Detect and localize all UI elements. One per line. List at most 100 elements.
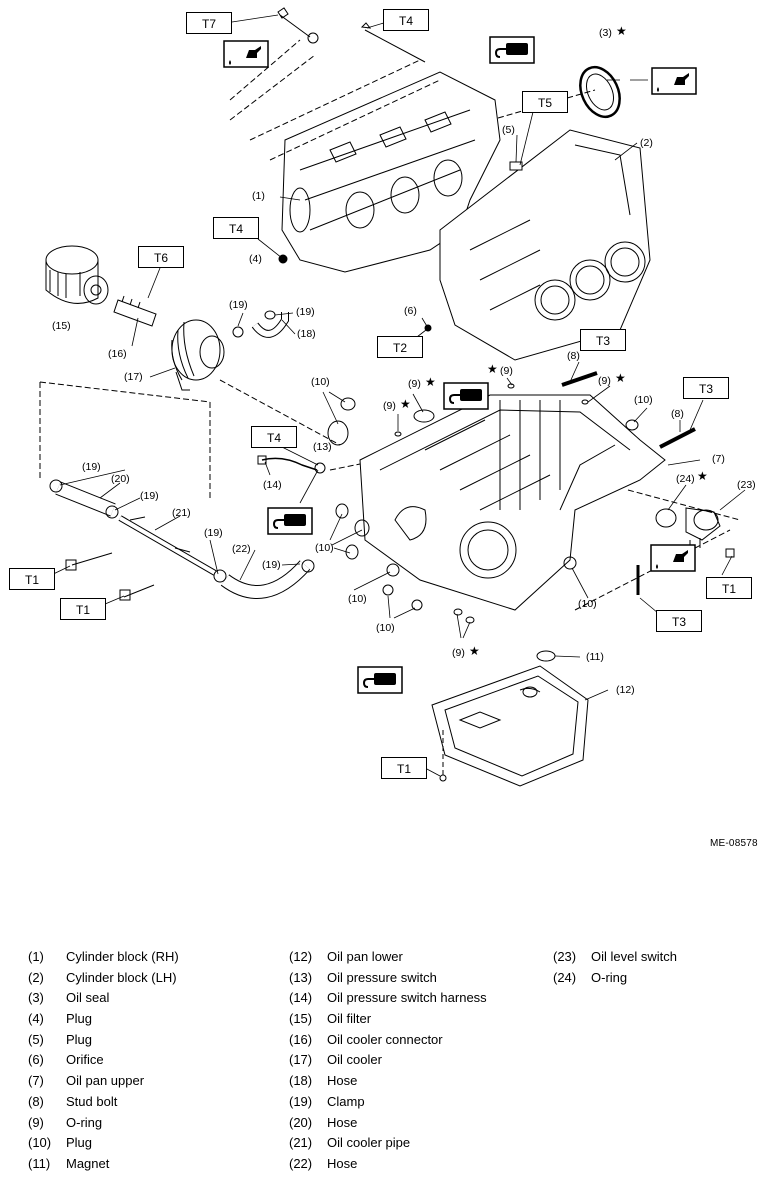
legend-item-name: Oil level switch	[591, 949, 677, 964]
callout-10: (10)	[348, 593, 367, 605]
legend-item-number: (24)	[553, 969, 577, 985]
callout-16: (16)	[108, 348, 127, 360]
legend-item-number: (19)	[289, 1093, 313, 1109]
callout-14: (14)	[263, 479, 282, 491]
star-mark: ★	[469, 644, 480, 658]
legend-item-name: Hose	[327, 1155, 358, 1171]
legend-item-name: Oil cooler pipe	[327, 1135, 411, 1151]
legend-item-name: O-ring	[66, 1114, 103, 1130]
torque-label-t3: T3	[656, 610, 702, 632]
callout-5: (5)	[502, 124, 515, 136]
callout-17: (17)	[124, 371, 143, 383]
legend-item-number: (16)	[289, 1031, 313, 1047]
legend-item-number: (5)	[28, 1031, 44, 1047]
callout-1: (1)	[252, 190, 265, 202]
callout-24: (24)	[676, 473, 695, 485]
callout-9: (9)	[500, 365, 513, 377]
figure-id: ME-08578	[710, 838, 758, 849]
torque-label-t6: T6	[138, 246, 184, 268]
legend-item-number: (2)	[28, 969, 44, 985]
legend-item-number: (22)	[289, 1155, 313, 1171]
oil-can-icon	[223, 40, 269, 68]
callout-19: (19)	[229, 299, 248, 311]
oil-can-icon	[651, 67, 697, 95]
sealant-tube-icon	[357, 666, 403, 694]
callout-10: (10)	[578, 598, 597, 610]
legend-item-number: (9)	[28, 1114, 44, 1130]
star-mark: ★	[425, 375, 436, 389]
legend-item-number: (6)	[28, 1052, 44, 1068]
torque-label-t1: T1	[9, 568, 55, 590]
torque-label-t3: T3	[580, 329, 626, 351]
legend-item-number: (18)	[289, 1073, 313, 1089]
legend-item-name: Hose	[327, 1073, 358, 1089]
callout-23: (23)	[737, 479, 756, 491]
callout-12: (12)	[616, 684, 635, 696]
legend-item-name: Oil pan lower	[327, 949, 403, 964]
star-mark: ★	[616, 24, 627, 38]
callout-4: (4)	[249, 253, 262, 265]
torque-label-t4: T4	[251, 426, 297, 448]
torque-label-t1: T1	[60, 598, 106, 620]
legend-item-name: Magnet	[66, 1155, 110, 1171]
torque-label-t4: T4	[213, 217, 259, 239]
callout-3: (3)	[599, 27, 612, 39]
legend-item-number: (11)	[28, 1155, 51, 1171]
callout-2: (2)	[640, 137, 653, 149]
legend-item-name: Clamp	[327, 1093, 365, 1109]
legend-item-name: Stud bolt	[66, 1093, 118, 1109]
torque-label-t2: T2	[377, 336, 423, 358]
legend-item-number: (10)	[28, 1135, 52, 1151]
legend-item-number: (14)	[289, 990, 313, 1006]
legend-item-name: Orifice	[66, 1052, 104, 1068]
legend-item-name: Oil pressure switch	[327, 969, 437, 985]
legend-item-name: Oil cooler connector	[327, 1031, 443, 1047]
star-mark: ★	[697, 469, 708, 483]
callout-21: (21)	[172, 507, 191, 519]
callout-19: (19)	[82, 461, 101, 473]
callout-9: (9)	[408, 378, 421, 390]
legend-item-name: Hose	[327, 1114, 358, 1130]
callout-10: (10)	[315, 542, 334, 554]
callout-11: (11)	[586, 651, 604, 663]
oil-pan-upper	[359, 394, 666, 611]
sealant-tube-icon	[489, 36, 535, 64]
callout-22: (22)	[232, 543, 251, 555]
star-mark: ★	[400, 397, 411, 411]
oil-pan-lower	[431, 665, 589, 787]
star-mark: ★	[487, 362, 498, 376]
legend-item-name: Cylinder block (LH)	[66, 969, 177, 985]
legend-item-number: (12)	[289, 949, 313, 964]
exploded-view-diagram	[39, 7, 746, 787]
legend-item-number: (4)	[28, 1011, 44, 1027]
legend-item-name: Plug	[66, 1011, 93, 1027]
callout-10: (10)	[634, 394, 653, 406]
callout-9: (9)	[452, 647, 465, 659]
legend-item-number: (8)	[28, 1093, 44, 1109]
sealant-tube-icon	[267, 507, 313, 535]
callout-15: (15)	[52, 320, 71, 332]
legend-item-number: (3)	[28, 990, 44, 1006]
legend-item-name: Oil seal	[66, 990, 110, 1006]
legend-item-number: (1)	[28, 949, 44, 964]
callout-7: (7)	[712, 453, 725, 465]
cylinder-block-rh	[281, 71, 501, 273]
callout-9: (9)	[383, 400, 396, 412]
callout-8: (8)	[671, 408, 684, 420]
torque-label-t4: T4	[383, 9, 429, 31]
oil-cooler	[171, 319, 225, 391]
callout-19: (19)	[262, 559, 281, 571]
callout-19: (19)	[296, 306, 315, 318]
callout-20: (20)	[111, 473, 130, 485]
star-mark: ★	[615, 371, 626, 385]
legend-item-number: (15)	[289, 1011, 313, 1027]
legend-item-number: (17)	[289, 1052, 313, 1068]
oil-cooler-connector	[113, 295, 157, 327]
callout-8: (8)	[567, 350, 580, 362]
legend-item-number: (7)	[28, 1073, 44, 1089]
legend-item-name: Cylinder block (RH)	[66, 949, 179, 964]
callout-6: (6)	[404, 305, 417, 317]
legend-item-number: (21)	[289, 1135, 313, 1151]
legend-item-number: (23)	[553, 949, 577, 964]
sealant-tube-icon	[443, 382, 489, 410]
